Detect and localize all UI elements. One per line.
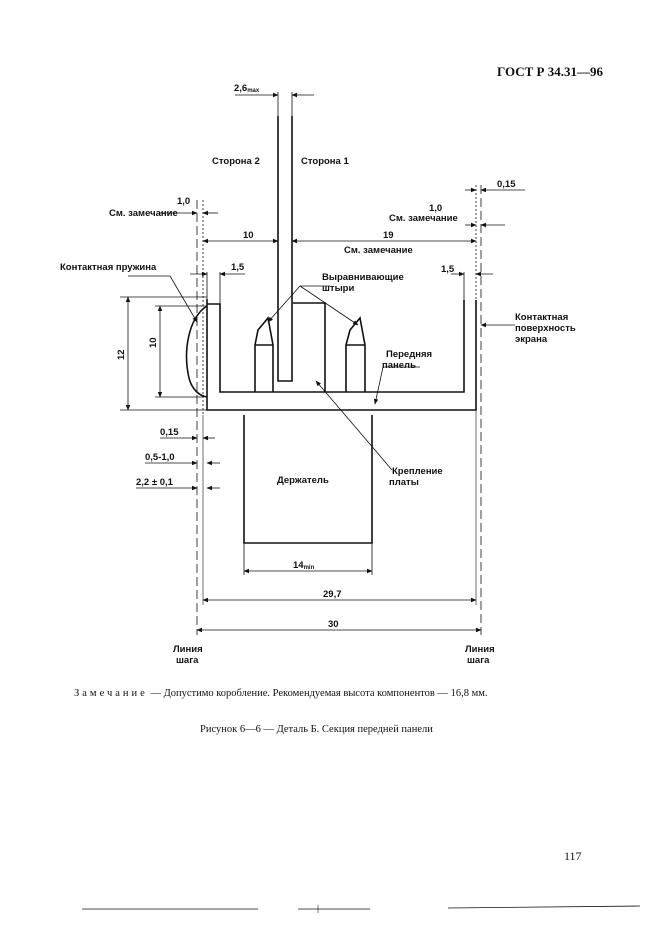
pitch-line-right-label-1: Линия — [465, 644, 495, 655]
figure-caption: Рисунок 6—6 — Деталь Б. Секция передней … — [200, 724, 433, 735]
standard-header: ГОСТ Р 34.31—96 — [497, 64, 603, 79]
dim-right-1-5: 1,5 — [441, 264, 455, 275]
note-ref-right: См. замечание — [389, 213, 458, 224]
dim-14-min: 14min — [293, 560, 315, 571]
alignment-pins-label-2: штыри — [322, 283, 354, 294]
dim-right-offset: 1,0 — [429, 203, 442, 214]
dim-0-15: 0,15 — [160, 427, 179, 438]
note-ref-left: См. замечание — [109, 208, 178, 219]
front-panel-label-1: Передняя — [386, 349, 432, 360]
board-mount-label-1: Крепление — [392, 466, 443, 477]
note-ref-center: См. замечание — [344, 245, 413, 256]
dim-12: 12 — [116, 349, 127, 360]
dim-0-5-1-0: 0,5-1,0 — [145, 452, 175, 463]
board-mount-label-2: платы — [389, 477, 419, 488]
alignment-pin-left — [254, 316, 274, 392]
dim-19: 19 — [383, 230, 394, 241]
contact-surface-label-1: Контактная — [515, 312, 568, 323]
center-pin — [277, 116, 293, 382]
pitch-line-left-label-2: шага — [176, 655, 199, 666]
front-panel-inner — [207, 300, 465, 393]
dim-right-offset-small: 0,15 — [497, 179, 516, 190]
board-mount-block — [293, 302, 326, 392]
drawing-note: Замечание — Допустимо коробление. Рекоме… — [74, 688, 488, 699]
pitch-line-right-label-2: шага — [467, 655, 490, 666]
dim-10-vertical: 10 — [148, 337, 159, 348]
holder-label: Держатель — [277, 475, 329, 486]
dim-pin-width-label: 2,6max — [234, 83, 260, 94]
dim-2-2: 2,2 ± 0,1 — [136, 477, 174, 488]
dim-left-1-5: 1,5 — [231, 262, 245, 273]
alignment-pin-right — [345, 316, 366, 392]
dim-left-offset: 1,0 — [177, 196, 190, 207]
contact-surface-label-3: экрана — [515, 334, 548, 345]
alignment-pins-label-1: Выравнивающие — [322, 272, 404, 283]
contact-spring-label: Контактная пружина — [60, 262, 157, 273]
dim-10: 10 — [243, 230, 254, 241]
front-panel-outline — [206, 299, 477, 411]
front-panel-label-2: панель — [382, 360, 416, 371]
dim-30: 30 — [328, 619, 339, 630]
note-label: Замечание — [74, 688, 148, 699]
note-text: — Допустимо коробление. Рекомендуемая вы… — [147, 688, 488, 699]
dim-29-7: 29,7 — [323, 589, 342, 600]
page-number: 117 — [564, 849, 582, 863]
side-1-label: Сторона 1 — [301, 156, 349, 167]
contact-surface-label-2: поверхность — [515, 323, 576, 334]
side-2-label: Сторона 2 — [212, 156, 260, 167]
drawing-geometry — [185, 116, 477, 544]
pitch-line-left-label-1: Линия — [173, 644, 203, 655]
holder-box — [243, 415, 373, 544]
